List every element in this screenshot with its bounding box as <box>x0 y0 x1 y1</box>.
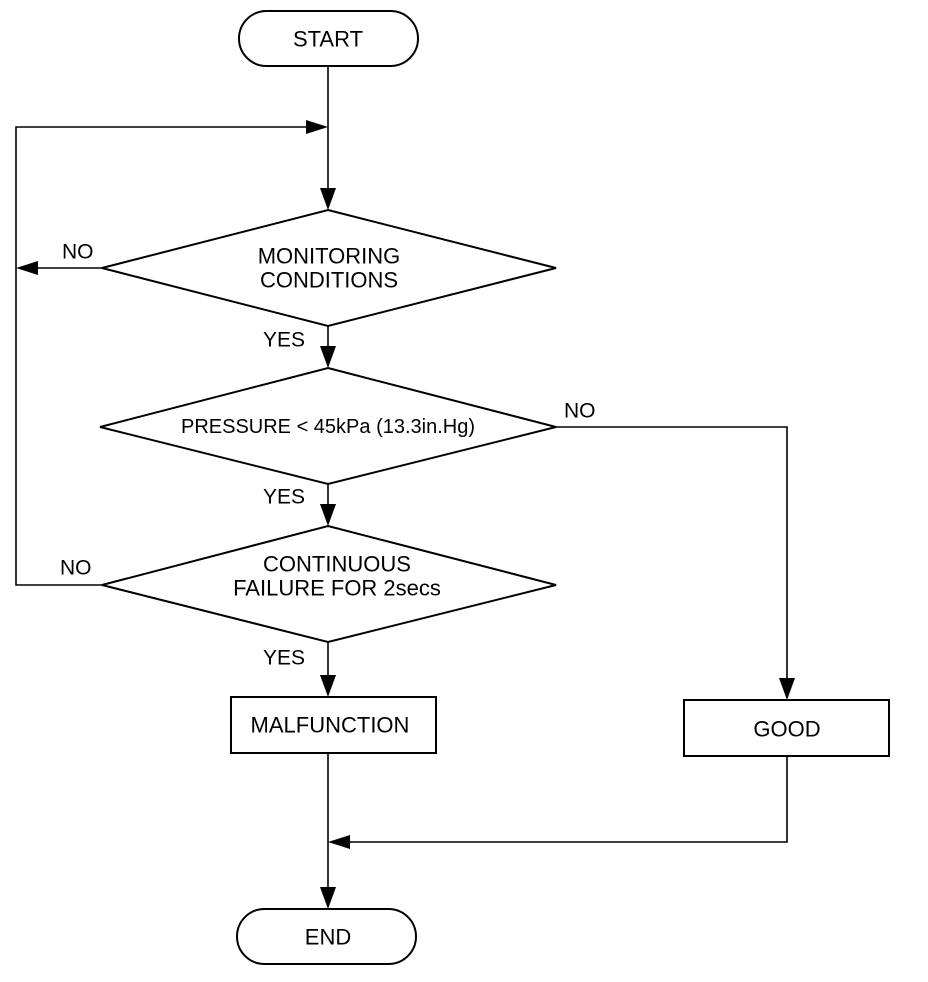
connector-loop-back <box>15 126 310 268</box>
monitoring-conditions-diamond <box>101 208 557 328</box>
arrowhead-good-down <box>779 678 795 700</box>
arrowhead-end-down <box>320 887 336 909</box>
continuous-failure-decision: CONTINUOUS FAILURE FOR 2secs <box>101 524 557 644</box>
arrowhead-merge-left <box>328 835 350 849</box>
continuous-no-label: NO <box>60 557 92 580</box>
continuous-yes-label: YES <box>263 647 305 670</box>
end-label: END <box>305 925 351 950</box>
arrowhead-pressure-yes-down <box>320 504 336 526</box>
edge-labels: NO YES NO YES NO YES <box>60 241 596 670</box>
arrowhead-monitoring-yes-down <box>320 346 336 368</box>
arrowhead-loop-right <box>306 120 328 134</box>
continuous-failure-diamond <box>101 524 557 644</box>
monitoring-yes-label: YES <box>263 329 305 352</box>
pressure-yes-label: YES <box>263 486 305 509</box>
start-terminal-shape <box>238 10 419 67</box>
pressure-no-label: NO <box>564 400 596 423</box>
connector-continuous-no <box>15 268 102 586</box>
good-label: GOOD <box>753 717 820 742</box>
malfunction-process: MALFUNCTION <box>230 696 437 754</box>
arrowhead-start-down <box>320 188 336 210</box>
arrowhead-continuous-yes-down <box>320 675 336 697</box>
monitoring-no-label: NO <box>62 241 94 264</box>
pressure-diamond <box>99 366 557 486</box>
malfunction-box <box>230 696 437 754</box>
connector-pressure-no <box>556 426 788 683</box>
good-process: GOOD <box>683 699 890 757</box>
continuous-label-line2: FAILURE FOR 2secs <box>233 576 441 601</box>
connector-good-to-merge <box>346 756 788 843</box>
connectors <box>15 66 788 893</box>
start-label: START <box>293 27 363 52</box>
monitoring-label-line2: CONDITIONS <box>260 268 398 293</box>
end-terminal: END <box>236 908 417 965</box>
start-terminal: START <box>238 10 419 67</box>
continuous-label-line1: CONTINUOUS <box>263 552 411 577</box>
monitoring-label-line1: MONITORING <box>258 244 401 269</box>
arrowhead-monitoring-no-left <box>16 261 38 275</box>
end-terminal-shape <box>236 908 417 965</box>
pressure-label: PRESSURE < 45kPa (13.3in.Hg) <box>181 416 475 438</box>
arrowheads <box>16 120 795 909</box>
monitoring-conditions-decision: MONITORING CONDITIONS <box>101 208 557 328</box>
good-box <box>683 699 890 757</box>
malfunction-label: MALFUNCTION <box>251 713 410 738</box>
pressure-decision: PRESSURE < 45kPa (13.3in.Hg) <box>99 366 557 486</box>
